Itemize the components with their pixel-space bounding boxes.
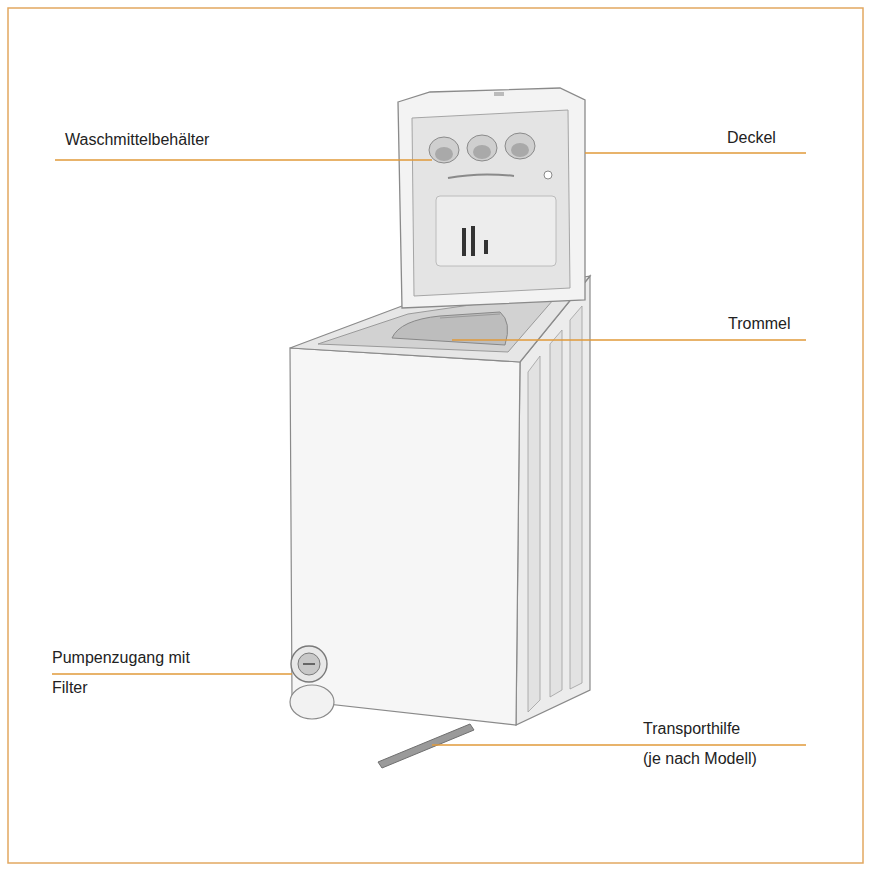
pump-cover <box>290 685 334 719</box>
container-slot <box>484 240 488 254</box>
pump-access <box>291 646 327 682</box>
part-label: Transporthilfe (je nach Modell) <box>643 714 760 774</box>
cup-inner <box>473 145 491 159</box>
leader-line <box>452 339 806 341</box>
container-slot <box>471 226 475 256</box>
lid-inner-panel <box>412 110 570 296</box>
part-label: Waschmittelbehälter <box>65 130 209 149</box>
leader-line <box>432 744 806 746</box>
container-slot <box>462 228 466 256</box>
part-label: Pumpenzugang mit Filter <box>52 643 202 703</box>
side-groove <box>528 356 540 712</box>
cup-inner <box>511 143 529 157</box>
container-button <box>544 171 552 179</box>
detergent-cup <box>429 137 459 163</box>
detergent-cup <box>467 135 497 161</box>
cup-inner <box>435 147 453 161</box>
part-label: Trommel <box>728 314 791 333</box>
leader-line <box>585 152 806 154</box>
lid-catch <box>494 92 504 96</box>
part-label: Deckel <box>727 128 776 147</box>
transport-aid <box>378 724 474 768</box>
container-tray <box>436 196 556 266</box>
leader-line <box>52 673 292 675</box>
lid <box>398 88 585 308</box>
detergent-cup <box>505 133 535 159</box>
leader-line <box>55 159 432 161</box>
pump-filter <box>298 653 320 675</box>
front-face <box>290 348 520 725</box>
container-rib <box>448 174 514 178</box>
side-groove <box>550 330 562 697</box>
drum-detail <box>440 314 500 318</box>
frame-border <box>8 8 863 863</box>
side-groove <box>570 306 582 689</box>
filter-grip <box>303 663 315 665</box>
